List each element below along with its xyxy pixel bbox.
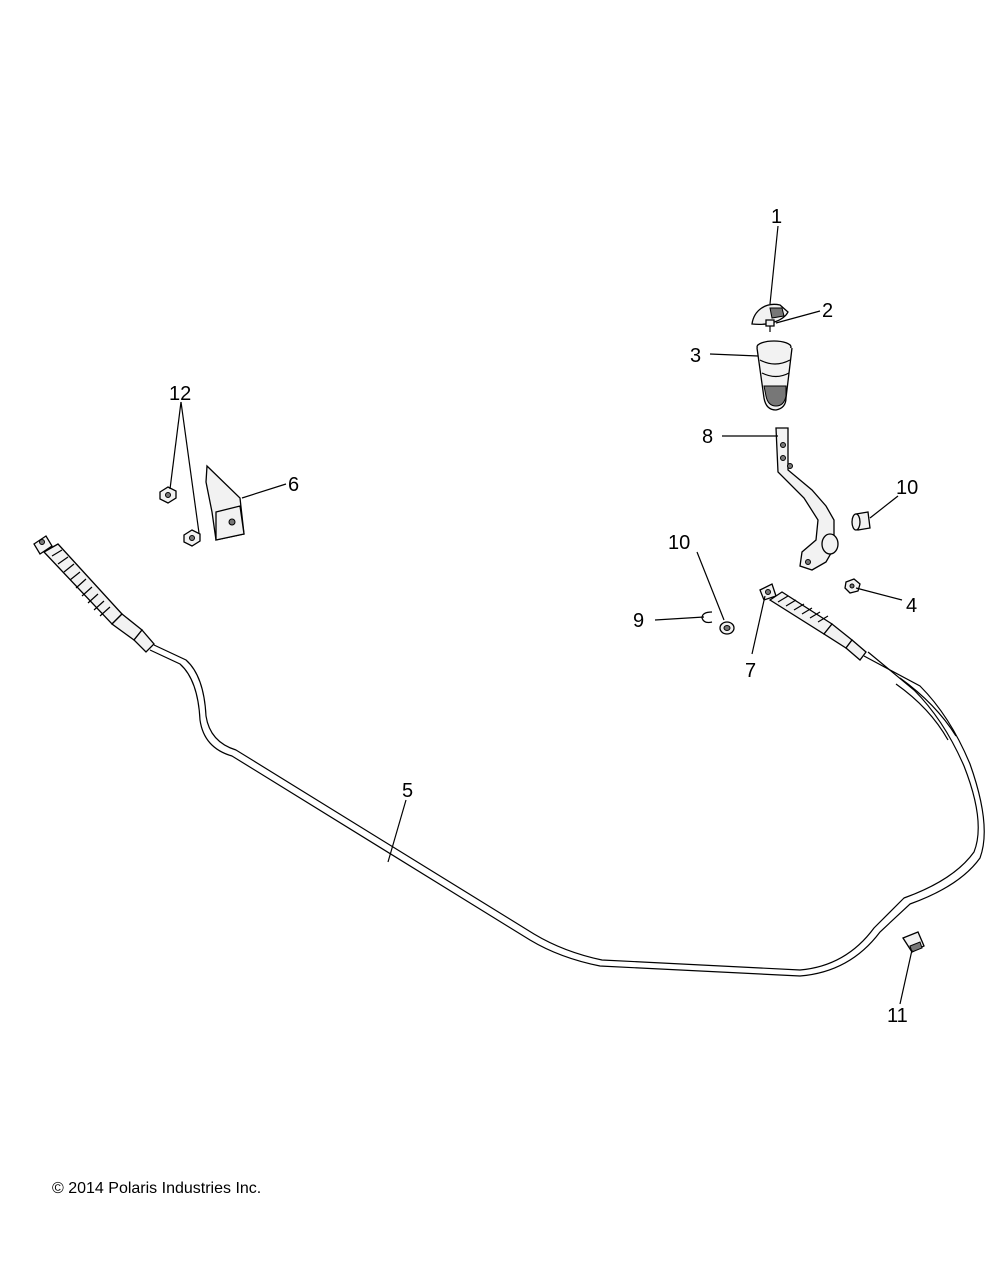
part-12-bolt-upper [159, 486, 177, 504]
part-3-shift-knob [756, 340, 793, 411]
callout-9: 9 [633, 610, 644, 632]
callout-2: 2 [822, 300, 833, 322]
leader-10-right [869, 495, 899, 519]
part-9-clip [701, 611, 713, 624]
part-4-nut [844, 578, 861, 594]
callout-8: 8 [702, 426, 713, 448]
part-10-bushing-lever [851, 511, 871, 531]
callout-3: 3 [690, 345, 701, 367]
leader-3 [709, 353, 759, 357]
leader-9 [654, 616, 705, 621]
leader-7 [751, 595, 766, 655]
part-11-cable-end [902, 931, 925, 953]
callout-1: 1 [771, 206, 782, 228]
leader-5 [387, 799, 407, 863]
callout-10-right: 10 [896, 477, 918, 499]
leader-12-b [180, 401, 200, 534]
callout-4: 4 [906, 595, 917, 617]
leader-11 [899, 949, 913, 1005]
part-8-shift-lever [775, 427, 839, 571]
callout-10-left: 10 [668, 532, 690, 554]
leader-12-a [169, 401, 182, 490]
leader-4 [855, 587, 903, 601]
callout-11: 11 [887, 1005, 908, 1027]
callout-6: 6 [288, 474, 299, 496]
leader-1 [769, 225, 779, 305]
part-10-washer [719, 621, 735, 635]
leader-2 [775, 310, 821, 324]
leader-6 [241, 483, 287, 499]
callout-7: 7 [745, 660, 756, 682]
callout-5: 5 [402, 780, 413, 802]
callout-12: 12 [169, 383, 191, 405]
leader-10-left [696, 551, 725, 621]
part-6-bracket [205, 464, 245, 541]
part-12-bolt-lower [183, 529, 201, 547]
part-2-screw [765, 319, 775, 332]
copyright-notice: © 2014 Polaris Industries Inc. [52, 1180, 262, 1197]
leader-lines [169, 225, 913, 1005]
callout-labels: 1 2 3 4 5 6 7 8 9 10 10 11 12 [169, 206, 918, 1027]
part-1-knob-cap [751, 303, 789, 326]
part-5-shift-cable [33, 535, 985, 977]
